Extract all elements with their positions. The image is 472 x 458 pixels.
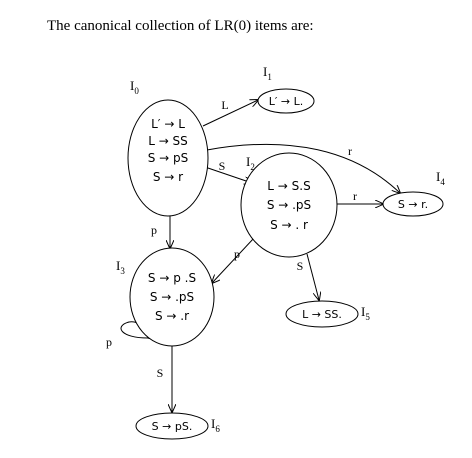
transition-symbol: r bbox=[353, 189, 357, 203]
state-node bbox=[382, 191, 444, 217]
state-label: I0 bbox=[130, 78, 139, 96]
state-i3: S → p .S S → .pS S → .r I3 bbox=[116, 247, 215, 347]
state-node bbox=[135, 412, 209, 440]
transition-symbol: S bbox=[297, 259, 304, 273]
transition-i0-i4: r bbox=[206, 143, 400, 193]
lr0-item: S → .pS bbox=[267, 198, 311, 212]
transition-symbol: S bbox=[219, 159, 226, 173]
transition-arrow bbox=[206, 143, 400, 193]
transition-symbol: p bbox=[234, 247, 240, 261]
state-node bbox=[240, 152, 338, 258]
transition-i3-i6: S bbox=[157, 346, 172, 412]
state-i1: L′ → L. I1 bbox=[257, 64, 315, 114]
state-label: I6 bbox=[211, 416, 220, 434]
transition-i2-i5: S bbox=[297, 253, 319, 300]
state-i6: S → pS. I6 bbox=[135, 412, 220, 440]
lr0-item: S → pS. bbox=[152, 420, 193, 433]
transition-arrow bbox=[212, 237, 255, 283]
state-label: I4 bbox=[436, 169, 445, 187]
state-i2: L → S.S S → .pS S → . r I2 bbox=[240, 152, 338, 258]
transition-i0-i1: L bbox=[202, 98, 258, 127]
transition-arrow bbox=[204, 166, 252, 183]
transition-i2-i4: r bbox=[337, 189, 383, 204]
transition-symbol: S bbox=[157, 366, 164, 380]
state-node bbox=[257, 88, 315, 114]
lr0-item: S → .pS bbox=[150, 290, 194, 304]
transition-i2-i3: p bbox=[212, 237, 255, 283]
state-label: I1 bbox=[263, 64, 272, 82]
state-i0: L′ → L L → SS S → pS S → r I0 bbox=[127, 78, 209, 217]
state-node bbox=[129, 247, 215, 347]
transition-arrow bbox=[306, 253, 319, 300]
lr0-item: S → r. bbox=[398, 198, 428, 211]
state-label: I2 bbox=[246, 154, 255, 172]
lr0-item: S → .r bbox=[155, 309, 189, 323]
transition-i0-i3: p bbox=[151, 216, 170, 248]
lr0-item: S → r bbox=[153, 170, 183, 184]
lr0-item: S → pS bbox=[148, 151, 189, 165]
lr0-item: L → SS. bbox=[302, 308, 342, 321]
lr0-item: S → p .S bbox=[148, 271, 196, 285]
state-label: I3 bbox=[116, 258, 125, 276]
transition-i0-i2: S bbox=[204, 159, 252, 183]
transition-symbol: p bbox=[106, 335, 112, 349]
transition-symbol: p bbox=[151, 223, 157, 237]
lr0-item: L → SS bbox=[148, 134, 188, 148]
state-node bbox=[285, 300, 359, 328]
state-i5: L → SS. I5 bbox=[285, 300, 370, 328]
state-node bbox=[127, 99, 209, 217]
lr0-item: S → . r bbox=[270, 218, 308, 232]
state-i4: S → r. I4 bbox=[382, 169, 445, 217]
state-label: I5 bbox=[361, 304, 370, 322]
transition-symbol: L bbox=[221, 98, 228, 112]
lr0-item: L′ → L. bbox=[269, 95, 303, 108]
transition-symbol: r bbox=[348, 144, 352, 158]
transition-arrow bbox=[202, 100, 258, 127]
lr0-item: L → S.S bbox=[267, 179, 310, 193]
diagram-heading: The canonical collection of LR(0) items … bbox=[47, 18, 314, 34]
lr0-item: L′ → L bbox=[151, 117, 185, 131]
